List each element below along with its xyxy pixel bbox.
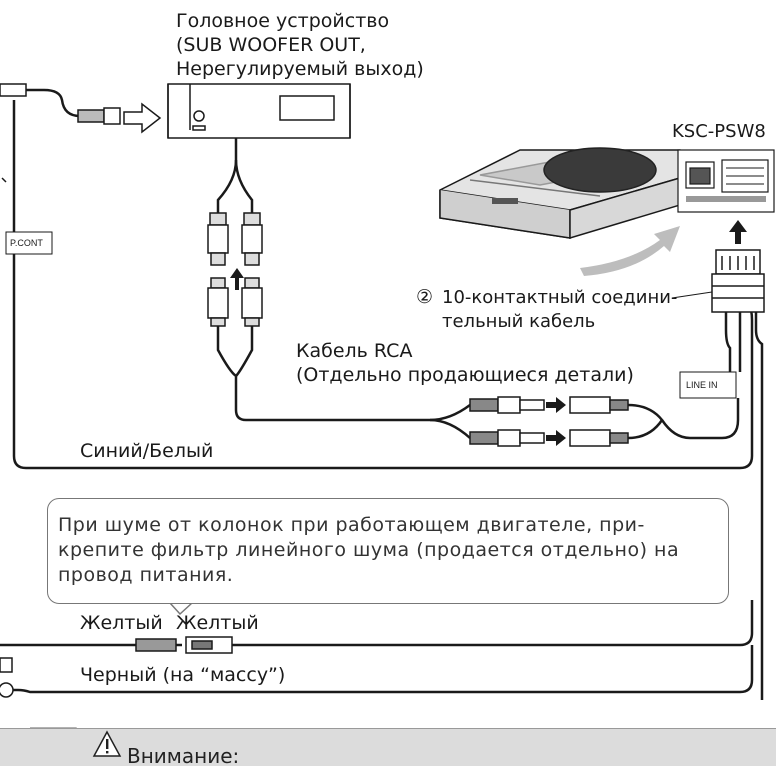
black-wire-label: Черный (на “массу”) [80, 664, 286, 686]
connector-label-line2: тельный кабель [442, 311, 596, 332]
head-unit-label-line1: Головное устройство [176, 10, 390, 32]
yellow-wire-label-b: Желтый [176, 612, 259, 634]
noise-filter-note-box [47, 498, 729, 604]
curved-arrow [580, 226, 680, 276]
model-label: KSC-PSW8 [672, 121, 766, 142]
warning-banner [0, 728, 776, 766]
line-in-tag [679, 371, 737, 399]
rca-label-line2: (Отдельно продающиеся детали) [296, 364, 634, 386]
head-unit-rca-outputs [216, 138, 254, 215]
noise-filter-note-text: При шуме от колонок при работающем двига… [58, 514, 680, 586]
warning-triangle-icon [92, 730, 122, 757]
head-unit-drawing [167, 83, 351, 139]
rca-plugs-lower [207, 277, 263, 327]
connector-label-line1: 10-контактный соедини- [442, 287, 678, 308]
yellow-wire-connectors [135, 636, 233, 654]
rca-inline-connectors [469, 396, 629, 447]
ten-pin-connector [711, 249, 765, 313]
subwoofer-panel [677, 149, 775, 213]
head-unit-label-line2: (SUB WOOFER OUT, [176, 34, 366, 56]
ground-lug [0, 657, 14, 698]
pcont-label: P.CONT [10, 238, 43, 248]
rca-plugs-upper [207, 212, 263, 266]
head-unit-label-line3: Нерегулируемый выход) [176, 58, 424, 80]
up-arrow-connector [729, 220, 747, 244]
rca-cable [216, 326, 740, 440]
right-arrow-rca [546, 397, 566, 413]
yellow-wire-label-a: Желтый [80, 612, 163, 634]
connector-number: ② [416, 286, 434, 308]
up-arrow-rca [230, 268, 244, 290]
connector-wires [724, 312, 764, 700]
rca-label-line1: Кабель RCA [296, 340, 413, 362]
pcont-tag [5, 231, 53, 255]
line-in-label: LINE IN [686, 380, 718, 390]
right-arrow-rca-2 [546, 430, 566, 446]
subwoofer-drawing [439, 147, 691, 240]
blue-white-wire-label: Синий/Белый [80, 440, 214, 462]
left-top-connector [0, 83, 121, 125]
warning-title: Внимание: [127, 744, 240, 768]
arrow-to-head-unit [123, 102, 162, 134]
